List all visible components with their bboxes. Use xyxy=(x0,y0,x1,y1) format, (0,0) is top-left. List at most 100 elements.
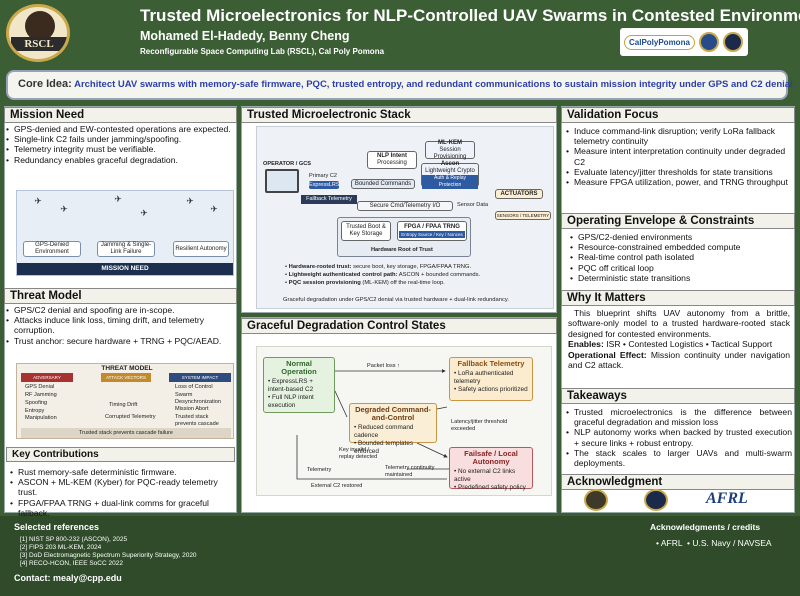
key-invalid-label: Key invalid / replay detected xyxy=(339,447,378,460)
operator-label: OPERATOR / GCS xyxy=(263,161,311,167)
credits-heading: Acknowledgments / credits xyxy=(650,522,761,532)
list-item: Telemetry integrity must be verifiable. xyxy=(6,144,235,154)
list-item: NLP autonomy works when backed by truste… xyxy=(566,427,792,447)
list-item: PQC off critical loop xyxy=(570,263,792,273)
packet-loss-label: Packet loss ↑ xyxy=(367,363,400,369)
stack-notes: • Hardware-rooted trust: secure boot, ke… xyxy=(285,263,535,287)
drone-icon: ✈ xyxy=(60,204,68,214)
degradation-diagram: Normal Operation • ExpressLRS + intent-b… xyxy=(256,346,552,496)
threat-row: Entropy Manipulation xyxy=(25,408,57,421)
drone-icon: ✈ xyxy=(34,196,42,206)
list-item: Redundancy enables graceful degradation. xyxy=(6,155,235,165)
laptop-icon xyxy=(265,169,299,193)
bounded-commands-box: Bounded Commands xyxy=(351,179,415,189)
list-item: Induce command-link disruption; verify L… xyxy=(566,126,792,146)
why-paragraph: This blueprint shifts UAV autonomy from … xyxy=(568,308,790,339)
failsafe-title: Failsafe / Local Autonomy xyxy=(464,449,518,466)
jamming-label: Jamming & Single-Link Failure xyxy=(97,241,155,257)
list-item: GPS-denied and EW-contested operations a… xyxy=(6,124,235,134)
stack-diagram: OPERATOR / GCS Primary C2 ExpressLRS NLP… xyxy=(256,126,554,309)
list-item: Real-time control path isolated xyxy=(570,252,792,262)
drone-icon: ✈ xyxy=(210,204,218,214)
impact-row: Mission Abort xyxy=(175,406,209,412)
threat-model-heading: Threat Model xyxy=(4,288,237,304)
poster-title: Trusted Microelectronics for NLP-Control… xyxy=(140,6,800,25)
state-item: • Full NLP intent execution xyxy=(268,394,314,409)
hardware-root-label: Hardware Root of Trust xyxy=(371,247,433,253)
threat-figure-footer: Trusted stack prevents cascade failure xyxy=(21,428,231,438)
mlkem-title: ML-KEM xyxy=(438,139,462,146)
fallback-telemetry-bar: Fallback Telemetry xyxy=(301,195,357,204)
degraded-state: Degraded Command-and-Control • Reduced c… xyxy=(349,403,437,455)
list-item: FPGA/FPAA TRNG + dual-link comms for gra… xyxy=(10,498,236,518)
references-list: [1] NIST SP 800-232 (ASCON), 2025 [2] FI… xyxy=(20,536,197,568)
nlp-title: NLP Intent xyxy=(377,153,407,159)
degraded-title: Degraded Command-and-Control xyxy=(355,405,431,422)
envelope-list: GPS/C2-denied environments Resource-cons… xyxy=(570,232,792,283)
usn-seal-icon xyxy=(584,489,608,511)
fallback-title: Fallback Telemetry xyxy=(457,359,525,368)
list-item: Single-link C2 fails under jamming/spoof… xyxy=(6,134,235,144)
mission-need-caption: MISSION NEED xyxy=(17,263,233,275)
threat-row: GPS Denial xyxy=(25,384,55,390)
why-effect: Operational Effect: Mission continuity u… xyxy=(568,349,790,371)
navy-seal-icon xyxy=(722,32,743,52)
list-item: Measure intent interpretation continuity… xyxy=(566,146,792,166)
stack-note: • PQC session provisioning (ML-KEM) off … xyxy=(285,280,445,286)
impact-row: Swarm Desynchronization xyxy=(175,392,222,405)
list-item: Trust anchor: secure hardware + TRNG + P… xyxy=(6,336,235,346)
primary-c2-label: Primary C2 xyxy=(309,173,337,179)
nlp-box: NLP Intent Processing xyxy=(367,151,417,169)
threat-row: RF Jamming xyxy=(25,392,57,398)
key-contributions-list: Rust memory-safe deterministic firmware.… xyxy=(10,467,236,518)
rscl-logo: RSCL xyxy=(6,4,70,62)
list-item: The stack scales to larger UAVs and mult… xyxy=(566,448,792,468)
threat-figure-title: THREAT MODEL xyxy=(101,365,153,372)
drone-icon: ✈ xyxy=(114,194,122,204)
list-item: Trusted microelectronics is the differen… xyxy=(566,407,792,427)
gps-denied-label: GPS-Denied Environment xyxy=(23,241,81,257)
drone-icon: ✈ xyxy=(186,196,194,206)
normal-title: Normal Operation xyxy=(281,359,317,376)
list-item: Attacks induce link loss, timing drift, … xyxy=(6,315,235,335)
attack-row: Timing Drift xyxy=(109,402,138,408)
key-contributions-heading: Key Contributions xyxy=(6,447,235,462)
threat-row: Spoofing xyxy=(25,400,48,406)
expresslrs-badge: ExpressLRS xyxy=(309,181,340,189)
authors: Mohamed El-Hadedy, Benny Cheng xyxy=(140,29,350,43)
footer-bar xyxy=(0,516,800,596)
list-item: Evaluate latency/jitter thresholds for s… xyxy=(566,167,792,177)
ascon-badge: Auth & Replay Protection xyxy=(422,175,478,189)
list-item: ASCON + ML-KEM (Kyber) for PQC-ready tel… xyxy=(10,477,236,497)
sensor-data-label: Sensor Data xyxy=(457,202,489,208)
normal-state: Normal Operation • ExpressLRS + intent-b… xyxy=(263,357,335,413)
list-item: GPS/C2 denial and spoofing are in-scope. xyxy=(6,305,235,315)
lab-affiliation: Reconfigurable Space Computing Lab (RSCL… xyxy=(140,47,385,56)
mission-need-figure: ✈ ✈ ✈ ✈ ✈ ✈ GPS-Denied Environment Jammi… xyxy=(16,190,234,276)
takeaways-heading: Takeaways xyxy=(561,388,795,404)
latency-label: Latency/jitter threshold exceeded xyxy=(451,419,508,432)
state-item: • LoRa authenticated telemetry xyxy=(454,370,514,385)
reference-item: [4] RECO-HCON, IEEE SoCC 2022 xyxy=(20,560,123,567)
acknowledgment-heading: Acknowledgment xyxy=(561,474,795,490)
attack-row: Corrupted Telemetry xyxy=(105,414,156,420)
failsafe-state: Failsafe / Local Autonomy • No external … xyxy=(449,447,533,491)
stack-note: • Hardware-rooted trust: secure boot, ke… xyxy=(285,264,472,270)
restored-label: External C2 restored xyxy=(311,483,363,489)
state-item: • Safety actions prioritized xyxy=(454,386,528,393)
ascon-title: Ascon xyxy=(440,161,460,167)
mlkem-sub: Session Provisioning xyxy=(433,146,467,160)
list-item: Rust memory-safe deterministic firmware. xyxy=(10,467,236,477)
reference-item: [3] DoD Electromagnetic Spectrum Superio… xyxy=(20,552,197,559)
credits-text: • AFRL • U.S. Navy / NAVSEA xyxy=(656,538,772,548)
reference-item: [1] NIST SP 800-232 (ASCON), 2025 xyxy=(20,536,128,543)
contact-email[interactable]: Contact: mealy@cpp.edu xyxy=(14,573,122,583)
mlkem-box: ML-KEM Session Provisioning xyxy=(425,139,475,160)
fpga-title: FPGA / FPAA TRNG xyxy=(404,224,460,230)
stack-caption: Graceful degradation under GPS/C2 denial… xyxy=(283,297,509,303)
why-enables: Enables: ISR • Contested Logistics • Tac… xyxy=(568,339,773,350)
stack-heading: Trusted Microelectronic Stack xyxy=(241,107,557,123)
fpga-sub: Entropy Source / Key / Nonces xyxy=(399,231,465,238)
stack-note: • Lightweight authenticated control path… xyxy=(285,272,481,278)
threat-model-list: GPS/C2 denial and spoofing are in-scope.… xyxy=(6,305,235,346)
